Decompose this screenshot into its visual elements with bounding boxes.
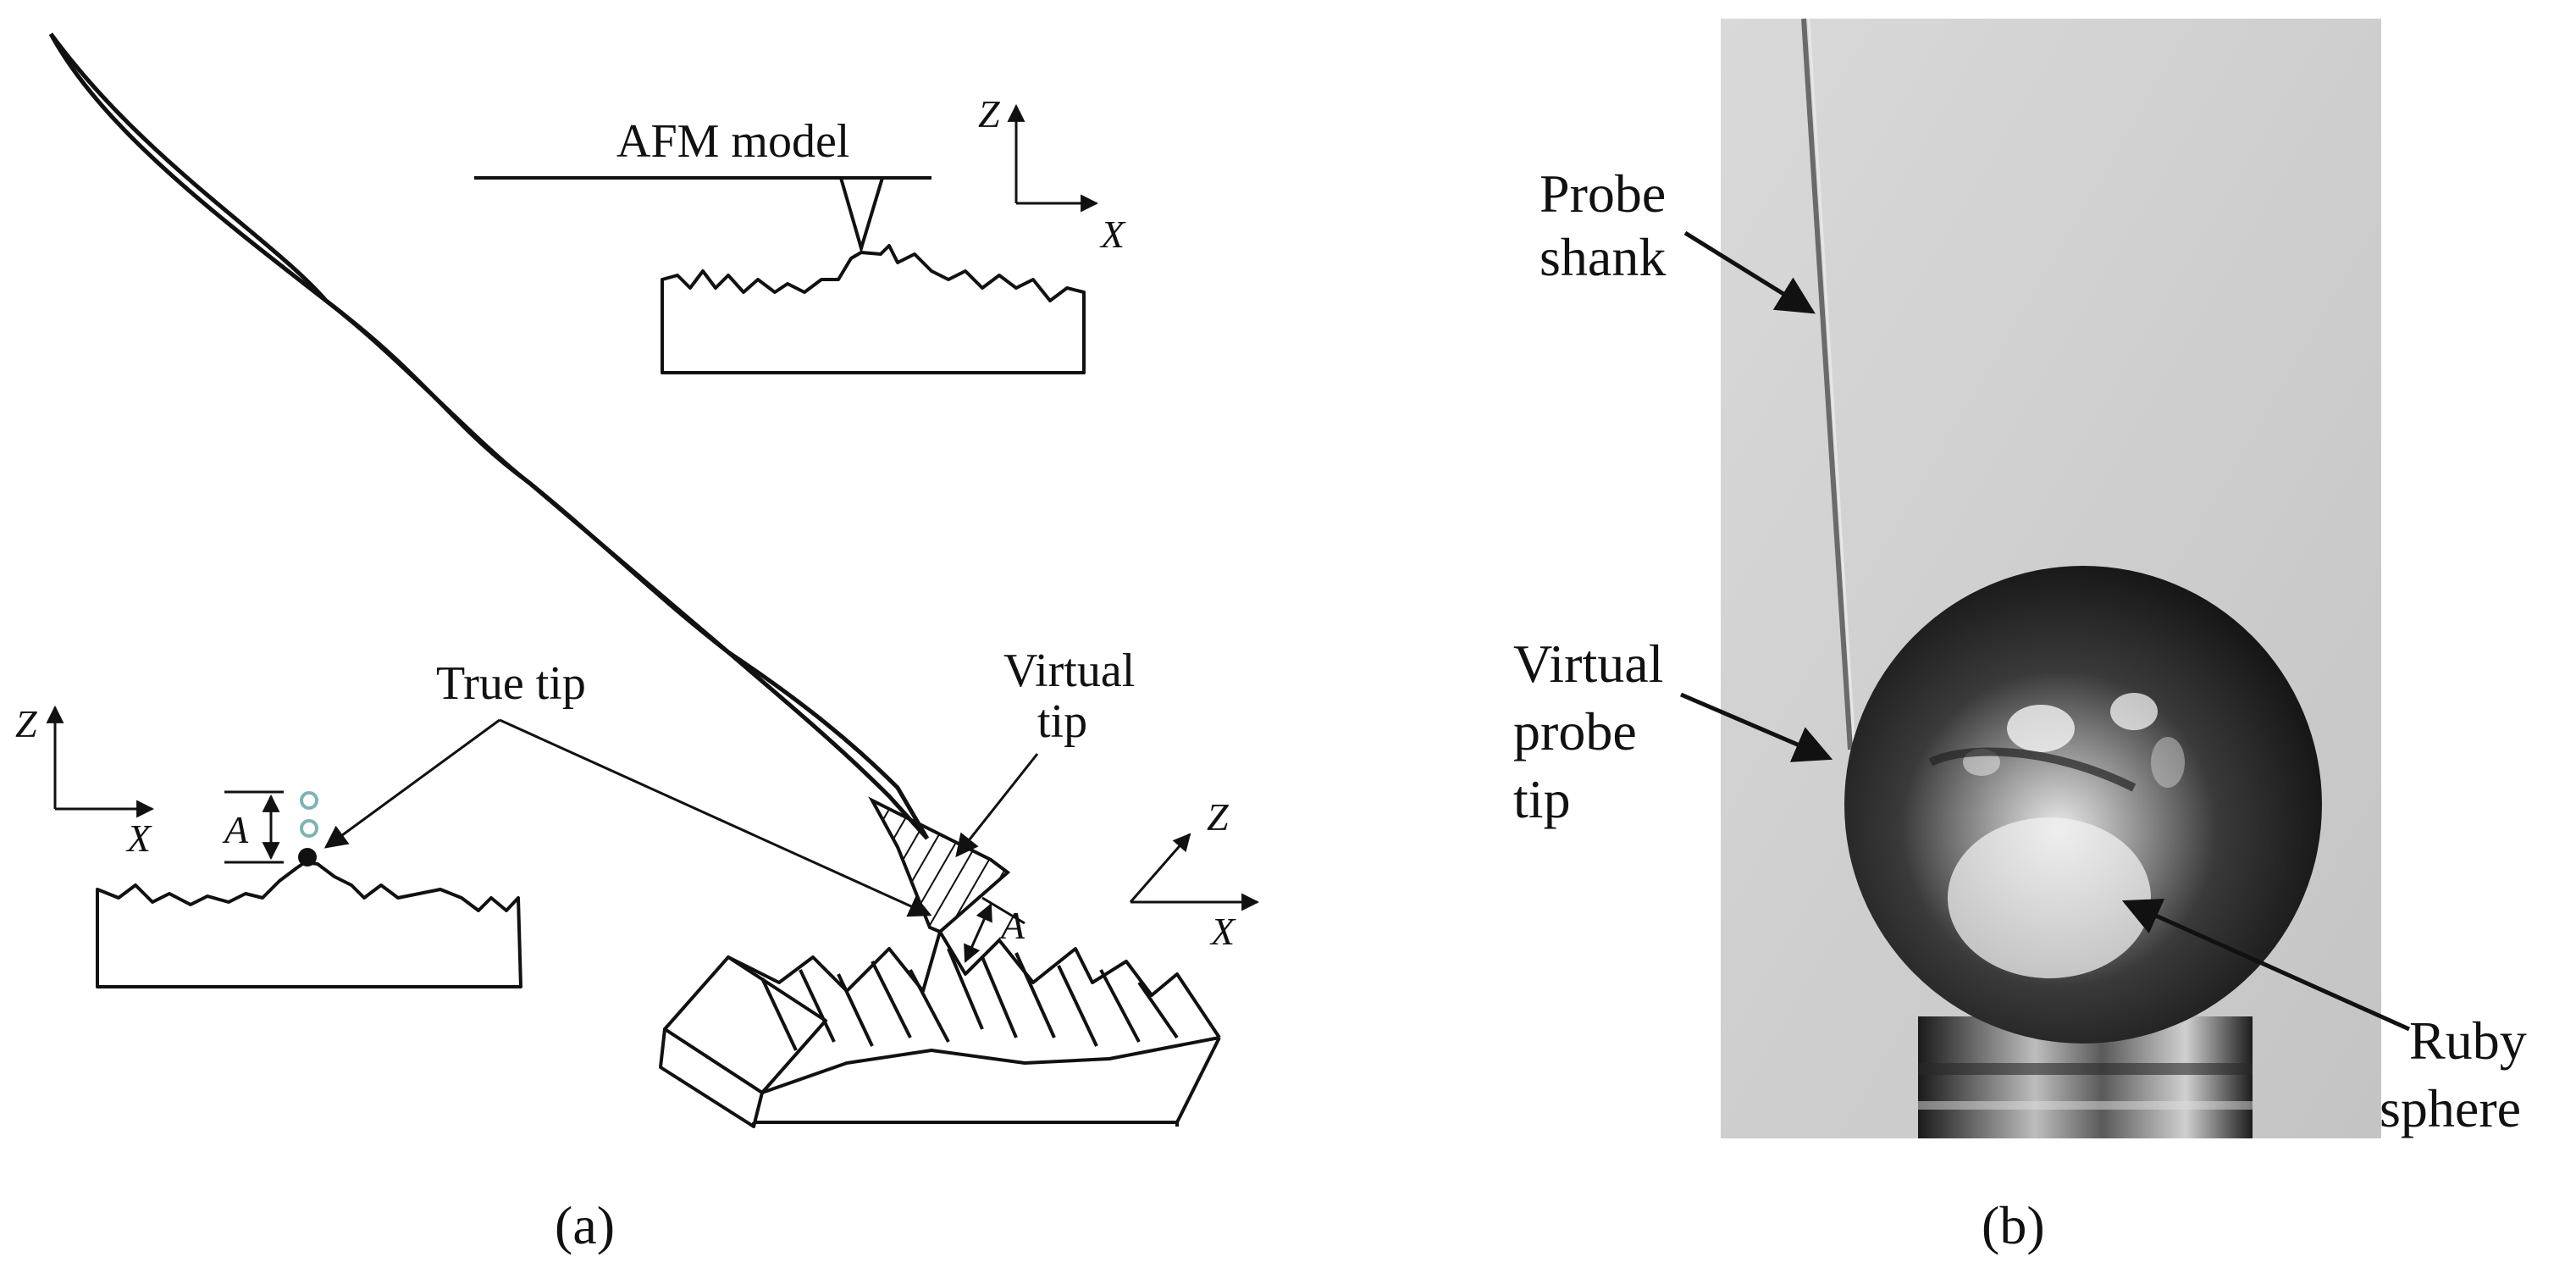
panel-b: Probe shank Virtual probe tip Ruby spher…: [1513, 18, 2527, 1255]
probe-shank-drawing: [48, 32, 930, 840]
axis-z-left: Z: [15, 702, 37, 745]
caption-b: (b): [1982, 1195, 2045, 1255]
virtual-tip-arrow: [955, 753, 1039, 858]
axis-z-lower-right: Z: [1207, 795, 1229, 839]
probe-shank-label-line1: Probe: [1540, 163, 1666, 224]
virtual-tip-label-line1: Virtual: [1003, 645, 1135, 697]
axis-z-upper: Z: [978, 92, 1000, 136]
probe-photo: [1721, 18, 2381, 1138]
caption-a: (a): [555, 1195, 615, 1255]
axis-x-lower-right: X: [1209, 910, 1236, 953]
specimen-3d: [659, 930, 1221, 1128]
true-tip-arrow-long: [499, 718, 932, 917]
virtual-tip-amplitude-marker: A: [964, 896, 1025, 963]
afm-model-label: AFM model: [616, 115, 849, 168]
virtual-amplitude-label: A: [998, 904, 1025, 947]
ruby-sphere-label-line2: sphere: [2380, 1078, 2521, 1138]
probe-shank-label-line2: shank: [1540, 227, 1666, 287]
virtual-probe-tip-label-line1: Virtual: [1513, 634, 1663, 694]
axis-x-upper: X: [1099, 213, 1126, 256]
virtual-tip-label-line2: tip: [1037, 695, 1087, 748]
true-tip-label: True tip: [436, 657, 586, 710]
true-tip-orbit-1: [300, 819, 318, 838]
virtual-probe-tip-arrow: [1680, 692, 1833, 762]
virtual-probe-tip-label-line2: probe: [1513, 701, 1637, 761]
probe-shank-arrow: [1683, 230, 1816, 314]
axes-lower-right: [1129, 833, 1260, 911]
ruby-sphere-arrow: [2121, 899, 2411, 1032]
true-tip-arrow-short: [323, 718, 500, 849]
ruby-sphere-label-line1: Ruby: [2409, 1011, 2527, 1071]
true-tip-orbit-2: [300, 791, 318, 810]
virtual-probe-tip-label-line3: tip: [1513, 769, 1571, 829]
axes-upper: [1007, 103, 1099, 213]
true-tip-atom: [298, 848, 317, 867]
true-tip-inset: A: [96, 790, 522, 988]
axis-x-left: X: [125, 817, 152, 860]
true-amplitude-label: A: [222, 808, 249, 851]
panel-a: A Virtual tip Z X AFM model Z X: [15, 32, 1260, 1255]
afm-model-inset: AFM model: [474, 115, 1086, 374]
axes-left: [46, 705, 155, 818]
